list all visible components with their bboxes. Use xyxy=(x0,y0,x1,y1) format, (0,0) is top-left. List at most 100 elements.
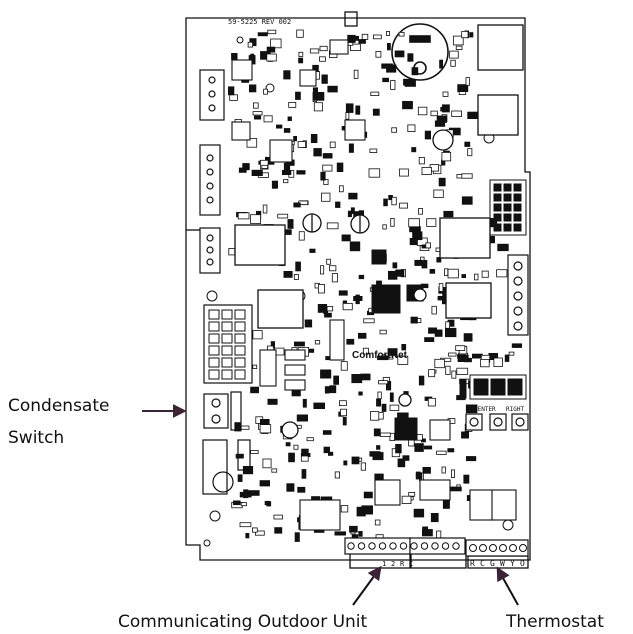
outdoor-unit-arrow xyxy=(352,565,382,606)
plug-pin xyxy=(208,309,220,320)
smd-component xyxy=(442,499,450,509)
plug-pin xyxy=(234,357,246,368)
smd-component xyxy=(425,242,431,249)
smd-component xyxy=(295,261,301,272)
smd-component xyxy=(408,218,420,228)
header-pin xyxy=(493,213,502,222)
smd-component xyxy=(347,34,356,43)
smd-component xyxy=(450,59,456,67)
smd-component xyxy=(463,333,473,342)
smd-component xyxy=(471,353,483,359)
smd-component xyxy=(379,329,387,335)
smd-component xyxy=(392,262,398,269)
terminal-screw xyxy=(452,542,460,550)
smd-component xyxy=(263,88,268,95)
smd-component xyxy=(418,156,425,165)
smd-component xyxy=(417,106,428,116)
thermostat-label: Thermostat xyxy=(506,612,604,632)
smd-component xyxy=(378,380,389,385)
smd-component xyxy=(302,398,307,408)
ic-package xyxy=(269,139,293,163)
smd-component xyxy=(504,354,510,362)
board-brand-label: ComfortNet xyxy=(352,350,408,361)
terminal-screw xyxy=(420,542,429,550)
smd-component xyxy=(455,45,463,50)
smd-component xyxy=(390,217,395,227)
smd-component xyxy=(358,531,363,537)
smd-component xyxy=(409,226,421,233)
smd-component xyxy=(441,151,452,162)
smd-component xyxy=(424,337,435,343)
smd-component xyxy=(356,506,366,517)
header-pin xyxy=(493,203,502,212)
smd-component xyxy=(320,265,325,275)
terminal-screw xyxy=(479,544,487,552)
right-five-pin-connector xyxy=(507,254,529,336)
smd-component xyxy=(386,43,391,51)
ic-package xyxy=(491,489,517,521)
smd-component xyxy=(390,80,396,90)
smd-component xyxy=(257,32,268,37)
electrolytic-capacitors xyxy=(281,129,454,439)
smd-component xyxy=(464,141,471,147)
smd-component xyxy=(436,115,448,123)
smd-component xyxy=(313,402,325,409)
plug-pin xyxy=(221,369,233,380)
terminal-screw xyxy=(368,542,376,550)
push-buttons xyxy=(465,413,529,431)
smd-component xyxy=(322,430,332,435)
smd-component xyxy=(370,411,380,421)
smd-component xyxy=(408,491,416,497)
smd-component xyxy=(351,456,360,465)
smd-component xyxy=(407,53,414,62)
smd-component xyxy=(263,115,273,123)
smd-component xyxy=(317,303,328,313)
smd-component xyxy=(426,218,437,227)
smd-component xyxy=(370,91,380,96)
outdoor-terminal-letter: 2 xyxy=(391,560,395,568)
smd-component xyxy=(340,408,347,417)
smd-component xyxy=(264,500,271,506)
smd-component xyxy=(440,107,445,112)
smd-component xyxy=(301,448,309,457)
smd-component xyxy=(381,403,387,412)
smd-component xyxy=(252,102,259,109)
smd-component xyxy=(442,91,449,97)
ic-package xyxy=(299,499,341,531)
smd-component xyxy=(430,513,439,523)
smd-component xyxy=(298,51,304,57)
smd-component xyxy=(326,306,334,312)
outdoor-terminal-letter: R xyxy=(400,560,405,568)
smd-component xyxy=(252,111,263,116)
smd-component xyxy=(251,169,263,176)
ic-package xyxy=(231,121,251,141)
smd-component xyxy=(480,358,490,368)
smd-component xyxy=(456,367,469,375)
smd-component xyxy=(411,147,417,153)
smd-component xyxy=(496,269,508,278)
smd-component xyxy=(394,50,405,58)
outdoor-terminal-block xyxy=(344,537,466,555)
smd-component xyxy=(297,486,306,493)
header-pin xyxy=(513,183,522,192)
smd-component xyxy=(252,330,263,340)
smd-component xyxy=(465,404,478,414)
smd-component xyxy=(262,204,268,214)
smd-component xyxy=(383,198,388,207)
smd-component xyxy=(377,391,382,400)
smd-component xyxy=(375,51,382,58)
smd-component xyxy=(428,327,438,334)
right-button-label: RIGHT xyxy=(506,406,524,413)
smd-component xyxy=(283,70,291,80)
smd-component xyxy=(421,529,433,537)
smd-component xyxy=(441,298,446,305)
smd-component xyxy=(441,466,446,474)
smd-component xyxy=(259,159,269,170)
smd-component xyxy=(245,533,250,539)
header-pin xyxy=(513,203,522,212)
smd-component xyxy=(385,380,392,391)
smd-component xyxy=(313,148,322,157)
smd-component xyxy=(270,38,282,49)
